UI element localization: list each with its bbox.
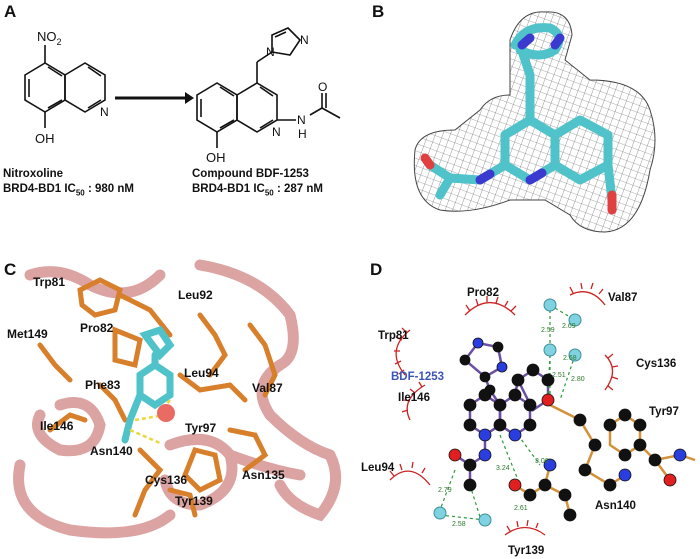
bdf-im-n2: N <box>300 33 309 47</box>
dist-8: 2.61 <box>514 505 528 512</box>
nitroxoline-structure <box>24 45 106 128</box>
panel-label-a: A <box>4 2 17 21</box>
water-molecules <box>433 298 582 527</box>
nitroxoline-name: Nitroxoline <box>3 168 64 180</box>
nitroxoline-no2: NO2 <box>37 29 62 47</box>
d-label-ile146: Ile146 <box>398 392 430 404</box>
dist-7: 3.24 <box>496 465 510 472</box>
d-label-tyr139: Tyr139 <box>508 545 544 557</box>
nitroxoline-caption: Nitroxoline BRD4-BD1 IC50 : 980 nM <box>3 167 134 200</box>
bdf-n-ring: N <box>272 125 281 139</box>
label-tyr139: Tyr139 <box>175 494 213 508</box>
label-leu94: Leu94 <box>184 366 219 380</box>
dist-4: 2.51 <box>552 372 566 379</box>
heteroatoms <box>420 33 617 215</box>
bdf-n-amide: N <box>297 113 306 127</box>
distance-labels: 2.59 2.69 2.68 2.51 2.80 3.06 3.24 2.61 … <box>438 323 585 528</box>
ligplot-diagram: 2.59 2.69 2.68 2.51 2.80 3.06 3.24 2.61 … <box>361 282 696 557</box>
label-val87: Val87 <box>252 381 283 395</box>
bdf-o: O <box>318 80 327 94</box>
binding-pocket-cartoon: Trp81 Pro82 Leu92 Met149 Phe83 Leu94 Val… <box>7 259 342 539</box>
dist-5: 2.80 <box>571 376 585 383</box>
dist-6: 3.06 <box>535 458 549 465</box>
dist-10: 2.58 <box>452 521 466 528</box>
arc-ile146 <box>401 381 426 421</box>
d-label-tyr97: Tyr97 <box>649 406 679 418</box>
label-ile146: Ile146 <box>40 419 74 433</box>
dist-3: 2.68 <box>563 355 577 362</box>
dist-1: 2.59 <box>541 327 555 334</box>
label-leu92: Leu92 <box>178 288 213 302</box>
dist-2: 2.69 <box>562 323 576 330</box>
label-cys136: Cys136 <box>145 473 187 487</box>
label-tyr97: Tyr97 <box>185 421 216 435</box>
chemical-structures: NO2 OH N OH N N H O N N <box>24 27 341 165</box>
nitroxoline-ic50: BRD4-BD1 IC50 : 980 nM <box>3 183 134 198</box>
protein-ribbon <box>13 259 342 539</box>
arrow-head <box>185 92 194 104</box>
residue-sticks <box>37 277 278 518</box>
bdf-im-n1: N <box>266 45 275 59</box>
hydrophobic-arcs <box>389 282 619 536</box>
atoms <box>448 337 687 522</box>
label-asn135: Asn135 <box>242 468 285 482</box>
arc-pro82 <box>464 296 517 316</box>
d-label-cys136: Cys136 <box>636 358 676 370</box>
label-pro82: Pro82 <box>80 321 114 335</box>
arc-trp81 <box>394 327 411 376</box>
panel-label-c: C <box>4 260 17 279</box>
label-trp81: Trp81 <box>33 275 65 289</box>
arc-cys136 <box>604 353 619 391</box>
panel-label-b: B <box>372 2 385 21</box>
arc-val87 <box>569 282 606 306</box>
label-met149: Met149 <box>7 327 48 341</box>
panel-label-d: D <box>370 260 383 279</box>
arc-tyr139 <box>504 519 546 536</box>
bdf-h: H <box>298 127 307 141</box>
d-label-trp81: Trp81 <box>378 330 409 342</box>
arc-leu94 <box>389 461 431 486</box>
bdf-oh: OH <box>206 150 226 165</box>
d-label-val87: Val87 <box>608 292 637 304</box>
d-label-leu94: Leu94 <box>361 462 395 474</box>
residue-labels: Trp81 Pro82 Leu92 Met149 Phe83 Leu94 Val… <box>7 275 285 508</box>
label-asn140: Asn140 <box>90 444 133 458</box>
bdf1253-ic50: BRD4-BD1 IC50 : 287 nM <box>192 183 323 198</box>
ligand-label: BDF-1253 <box>391 371 444 383</box>
electron-density-map <box>413 11 656 233</box>
d-label-pro82: Pro82 <box>467 287 499 299</box>
d-label-asn140: Asn140 <box>595 500 636 512</box>
bdf1253-name: Compound BDF-1253 <box>192 168 309 180</box>
label-phe83: Phe83 <box>85 378 121 392</box>
hbond-dashes <box>439 304 576 521</box>
residue-labels-d: Pro82 Val87 Trp81 Cys136 Ile146 Tyr97 Le… <box>361 287 679 557</box>
ligand-cartoon <box>121 325 175 444</box>
bdf1253-structure <box>196 27 341 148</box>
nitroxoline-oh: OH <box>35 131 55 146</box>
bdf1253-caption: Compound BDF-1253 BRD4-BD1 IC50 : 287 nM <box>192 167 323 200</box>
nitroxoline-n: N <box>100 105 109 119</box>
water-sphere <box>157 404 175 422</box>
dist-9: 2.79 <box>438 487 452 494</box>
